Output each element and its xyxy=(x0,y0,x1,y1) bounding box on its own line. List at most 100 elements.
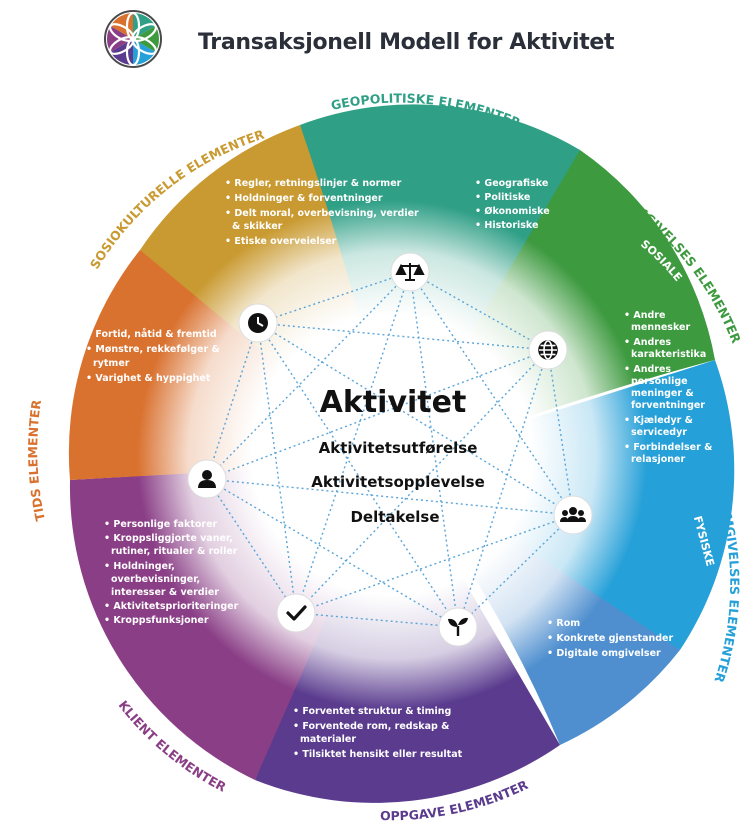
svg-text:• Rom: • Rom xyxy=(547,618,580,629)
svg-text:• Digitale omgivelser: • Digitale omgivelser xyxy=(547,648,661,659)
list-item: Politiske xyxy=(484,192,530,203)
connector-line xyxy=(206,478,574,516)
svg-text:• Regler, retningslinjer & nor: • Regler, retningslinjer & normer xyxy=(225,178,402,189)
header: Transaksjonell Modell for Aktivitet xyxy=(0,0,749,90)
list-item: Etiske overveielser xyxy=(234,236,336,247)
svg-text:materialer: materialer xyxy=(300,734,356,745)
connector-line xyxy=(206,271,411,480)
list-item: Forbindelser & xyxy=(633,442,712,453)
node-person[interactable] xyxy=(187,459,227,499)
list-geopolitiske: • Geografiske • Politiske • Økonomiske •… xyxy=(475,178,550,231)
svg-text:karakteristika: karakteristika xyxy=(631,349,706,360)
list-item: Økonomiske xyxy=(484,206,549,217)
list-item: Geografiske xyxy=(484,178,548,189)
list-item: Historiske xyxy=(484,220,538,231)
node-clock[interactable] xyxy=(238,303,278,343)
svg-text:• Varighet & hyppighet: • Varighet & hyppighet xyxy=(86,373,211,384)
list-sosiale: • Andre mennesker • Andres karakteristik… xyxy=(624,310,712,465)
node-globe[interactable] xyxy=(528,330,568,370)
list-item: meninger & xyxy=(631,388,694,399)
center-text: Aktivitet Aktivitetsutførelse Aktivitets… xyxy=(311,385,485,526)
svg-text:• Personlige faktorer: • Personlige faktorer xyxy=(104,519,218,530)
svg-text:meninger &: meninger & xyxy=(631,388,694,399)
center-line-1: Aktivitetsutførelse xyxy=(319,439,478,457)
connector-line xyxy=(409,271,574,516)
list-item: Andre xyxy=(633,310,665,321)
list-sosiokulturelle: • Regler, retningslinjer & normer • Hold… xyxy=(225,178,419,247)
center-title: Aktivitet xyxy=(320,385,467,420)
svg-text:rytmer: rytmer xyxy=(93,358,130,369)
svg-text:forventninger: forventninger xyxy=(631,400,705,411)
list-item: Rom xyxy=(556,618,580,629)
svg-text:• Kjæledyr &: • Kjæledyr & xyxy=(624,415,693,426)
center-line-3: Deltakelse xyxy=(350,508,439,526)
person-icon xyxy=(198,470,216,488)
list-item: karakteristika xyxy=(631,349,706,360)
svg-text:• Kroppsfunksjoner: • Kroppsfunksjoner xyxy=(104,615,209,626)
list-item: Kroppsliggjorte vaner, xyxy=(113,533,232,544)
svg-text:• Konkrete gjenstander: • Konkrete gjenstander xyxy=(547,633,673,644)
svg-text:overbevisninger,: overbevisninger, xyxy=(111,574,200,585)
svg-text:relasjoner: relasjoner xyxy=(631,454,685,465)
center-line-2: Aktivitetsopplevelse xyxy=(311,473,485,491)
connector-line xyxy=(206,478,459,628)
svg-text:• Andres: • Andres xyxy=(624,337,671,348)
list-fysiske: • Rom • Konkrete gjenstander • Digitale … xyxy=(547,618,673,659)
svg-text:• Kroppsliggjorte vaner,: • Kroppsliggjorte vaner, xyxy=(104,533,233,544)
list-item: rytmer xyxy=(93,358,130,369)
list-item: interesser & verdier xyxy=(111,587,219,598)
node-sprout[interactable] xyxy=(438,607,478,647)
svg-text:• Forventet struktur & timing: • Forventet struktur & timing xyxy=(293,706,451,717)
list-oppgave: • Forventet struktur & timing • Forvente… xyxy=(293,706,463,760)
list-item: personlige xyxy=(631,376,688,387)
connector-line xyxy=(295,514,574,614)
list-tids: • Fortid, nåtid & fremtid • Mønstre, rek… xyxy=(86,329,220,384)
list-item: relasjoner xyxy=(631,454,685,465)
list-item: Digitale omgivelser xyxy=(556,648,661,659)
svg-text:• Etiske overveielser: • Etiske overveielser xyxy=(225,236,337,247)
svg-text:& skikker: & skikker xyxy=(232,221,283,232)
connector-line xyxy=(206,322,259,480)
node-group[interactable] xyxy=(553,495,593,535)
list-item: Andres xyxy=(633,337,671,348)
list-item: rutiner, ritualer & roller xyxy=(111,546,238,557)
connector-line xyxy=(457,349,549,628)
list-item: Konkrete gjenstander xyxy=(556,633,673,644)
list-item: Tilsiktet hensikt eller resultat xyxy=(302,749,462,760)
svg-text:• Historiske: • Historiske xyxy=(475,220,538,231)
svg-text:• Andre: • Andre xyxy=(624,310,665,321)
connector-line xyxy=(409,271,549,351)
svg-text:servicedyr: servicedyr xyxy=(631,427,687,438)
svg-text:personlige: personlige xyxy=(631,376,688,387)
list-item: Regler, retningslinjer & normer xyxy=(234,178,401,189)
check-icon xyxy=(286,605,307,621)
list-item: Forventede rom, redskap & xyxy=(302,721,449,732)
svg-text:• Fortid, nåtid & fremtid: • Fortid, nåtid & fremtid xyxy=(86,329,217,340)
svg-text:• Geografiske: • Geografiske xyxy=(475,178,548,189)
svg-text:• Aktivitetsprioriteringer: • Aktivitetsprioriteringer xyxy=(104,601,239,612)
svg-text:• Økonomiske: • Økonomiske xyxy=(475,206,550,217)
globe-icon xyxy=(538,340,558,360)
node-scale[interactable] xyxy=(390,252,430,292)
list-item: & skikker xyxy=(232,221,283,232)
svg-text:• Forventede rom, redskap &: • Forventede rom, redskap & xyxy=(293,721,449,732)
list-item: Mønstre, rekkefølger & xyxy=(95,344,219,355)
connector-line xyxy=(257,322,297,614)
connector-line xyxy=(257,322,459,628)
list-item: Delt moral, overbevisning, verdier xyxy=(234,208,419,219)
connector-line xyxy=(257,322,549,351)
list-item: Holdninger, xyxy=(113,561,174,572)
list-klient: • Personlige faktorer • Kroppsliggjorte … xyxy=(104,519,239,626)
clock-icon xyxy=(248,313,268,333)
connector-line xyxy=(257,271,411,324)
connector-line xyxy=(295,349,549,614)
list-item: Forventet struktur & timing xyxy=(302,706,451,717)
list-item: Personlige faktorer xyxy=(113,519,217,530)
node-check[interactable] xyxy=(276,593,316,633)
connector-line xyxy=(257,322,574,516)
svg-text:• Tilsiktet hensikt eller resu: • Tilsiktet hensikt eller resultat xyxy=(293,749,463,760)
connector-lines xyxy=(206,271,574,628)
connector-line xyxy=(295,612,459,628)
logo-icon xyxy=(104,10,162,68)
